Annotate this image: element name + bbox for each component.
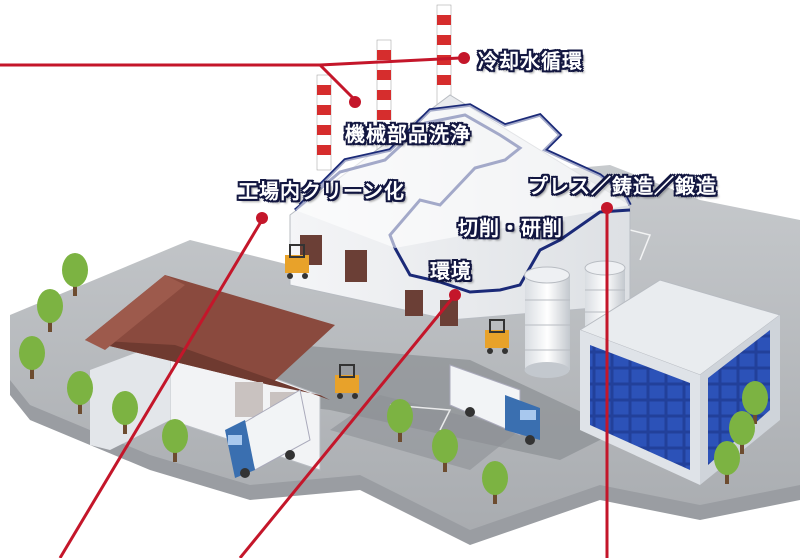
pointer-dots xyxy=(256,52,613,301)
silo-tank xyxy=(524,266,570,378)
pointer-dot-factory-clean xyxy=(256,212,268,224)
pointer-lines xyxy=(0,56,609,558)
tree xyxy=(19,253,768,504)
forklift xyxy=(485,319,509,354)
pointer-dot-environment xyxy=(449,289,461,301)
pointer-line-cooling-water-right xyxy=(319,56,461,67)
label-factory-clean: 工場内クリーン化 xyxy=(238,179,405,203)
forklift xyxy=(335,364,359,399)
pointer-line-factory-clean xyxy=(58,219,264,558)
forklift xyxy=(285,244,309,279)
pointer-dot-cooling-water xyxy=(458,52,470,64)
smokestack xyxy=(376,39,392,151)
truck xyxy=(225,389,311,478)
pointer-line-environment xyxy=(238,294,457,558)
label-parts-washing: 機械部品洗浄 xyxy=(345,122,471,146)
truck xyxy=(449,364,540,445)
pointer-line-cooling-water xyxy=(0,63,357,102)
label-cutting-grinding: 切削・研削 xyxy=(458,216,563,240)
pointer-dot-washing xyxy=(349,96,361,108)
label-cooling-water: 冷却水循環 xyxy=(478,49,583,73)
smokestack xyxy=(316,74,332,171)
label-environment: 環境 xyxy=(430,259,472,283)
pointer-dot-press xyxy=(601,202,613,214)
label-press-casting-forging: プレス／鋳造／鍛造 xyxy=(528,174,717,198)
main-factory-building xyxy=(289,94,632,326)
solar-office-building xyxy=(578,279,782,485)
